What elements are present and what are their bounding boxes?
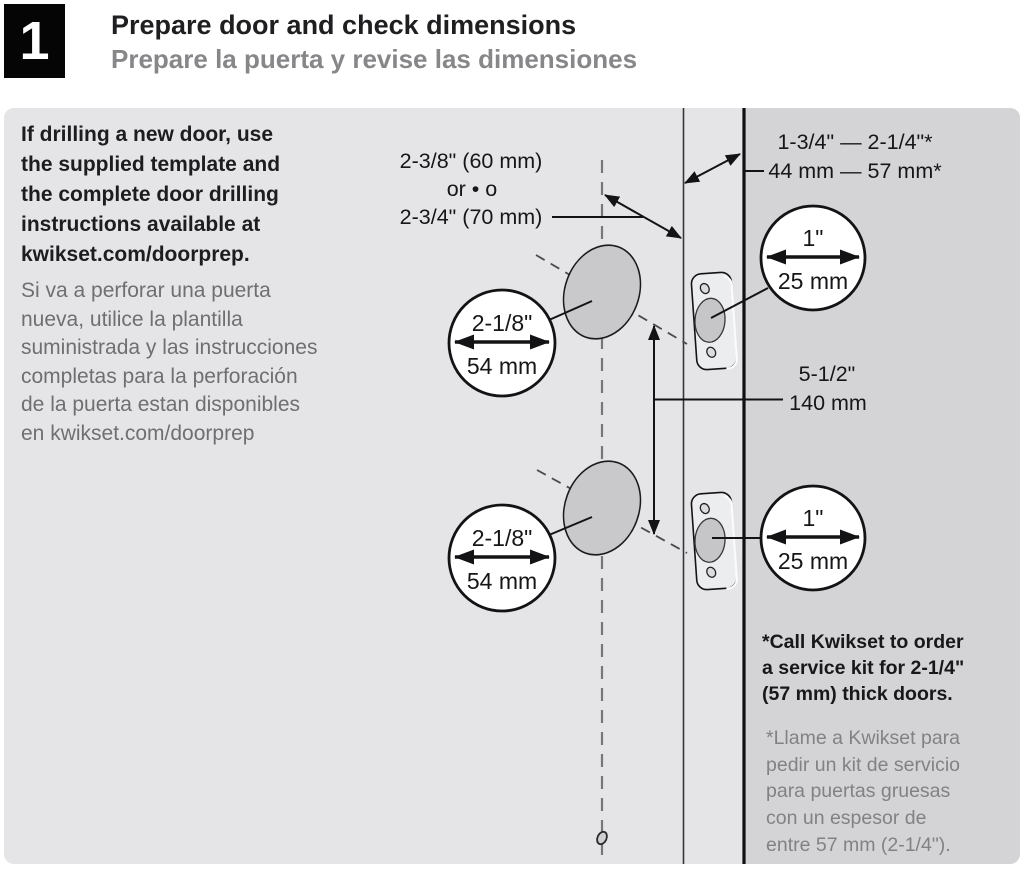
text-line: If drilling a new door, use xyxy=(21,123,274,146)
callout-inch-value: 1" xyxy=(803,225,824,251)
step-number-box: 1 xyxy=(4,4,65,78)
text-line: entre 57 mm (2-1/4"). xyxy=(766,833,951,856)
text-line: *Call Kwikset to order xyxy=(762,631,964,653)
callout-leader-edge-top xyxy=(710,287,769,319)
callout-inch-value: 1" xyxy=(803,505,824,531)
screw-hole xyxy=(699,282,710,295)
footnote-english: *Call Kwikset to order a service kit for… xyxy=(762,630,1012,707)
mounting-hole-bottom xyxy=(596,830,608,846)
callout-mm-value: 25 mm xyxy=(778,548,848,574)
label-bore-options-line2: or • o xyxy=(447,177,498,201)
latch-bore-hole xyxy=(694,517,726,563)
bore-hole-top xyxy=(562,244,642,340)
text-line: de la puerta estan disponibles xyxy=(21,393,301,417)
label-bore-options-line3: 2-3/4" (70 mm) xyxy=(400,205,543,229)
text-line: pedir un kit de servicio xyxy=(766,753,961,776)
latch-plate-top xyxy=(690,271,738,371)
callout-mm-value: 54 mm xyxy=(467,353,537,379)
text-line: Si va a perforar una puerta xyxy=(21,279,271,302)
intro-text-spanish: Si va a perforar una puerta nueva, utili… xyxy=(21,277,411,449)
text-line: instructions available at xyxy=(21,213,261,236)
door-thickness-arrow xyxy=(684,153,741,184)
callout-mm-value: 25 mm xyxy=(778,268,848,294)
label-bore-options-line1: 2-3/8" (60 mm) xyxy=(400,149,543,173)
text-line: the supplied template and xyxy=(21,153,281,176)
text-line: kwikset.com/doorprep. xyxy=(21,243,250,266)
text-line: con un espesor de xyxy=(766,807,927,830)
callout-leader-bore-top xyxy=(548,300,593,321)
text-line: a service kit for 2-1/4" xyxy=(762,656,965,679)
text-line: nueva, utilice la plantilla xyxy=(21,307,243,331)
callout-bore-diameter-top: 2-1/8" 54 mm xyxy=(447,288,557,398)
page-title-spanish: Prepare la puerta y revise las dimension… xyxy=(111,44,638,74)
label-door-thickness-line1: 1-3/4" — 2-1/4"* xyxy=(777,130,933,154)
bore-hole-bottom xyxy=(562,460,642,556)
footnote-spanish: *Llame a Kwikset para pedir un kit de se… xyxy=(766,725,1016,859)
step-number: 1 xyxy=(19,11,50,71)
intro-text-english: If drilling a new door, use the supplied… xyxy=(21,120,391,270)
label-door-thickness-line2: 44 mm — 57 mm* xyxy=(768,159,942,183)
text-line: en kwikset.com/doorprep xyxy=(21,421,255,445)
screw-hole xyxy=(706,346,717,358)
callout-edge-bore-bottom: 1" 25 mm xyxy=(759,484,867,592)
callout-edge-bore-top: 1" 25 mm xyxy=(759,204,867,312)
backset-arrow xyxy=(604,194,682,239)
label-spacing-inch: 5-1/2" xyxy=(799,362,856,386)
text-line: (57 mm) thick doors. xyxy=(762,682,953,705)
callout-mm-value: 54 mm xyxy=(467,568,537,594)
text-line: para puertas gruesas xyxy=(766,780,951,803)
text-line: the complete door drilling xyxy=(21,183,279,206)
latch-bore-hole xyxy=(694,297,726,343)
page-title-english: Prepare door and check dimensions xyxy=(111,10,577,40)
callout-leader-bore-bottom xyxy=(548,516,593,536)
screw-hole xyxy=(699,502,710,515)
latch-plate-bottom xyxy=(690,491,738,591)
label-spacing-mm: 140 mm xyxy=(789,391,867,415)
text-line: suministrada y las instrucciones xyxy=(21,336,318,360)
callout-bore-diameter-bottom: 2-1/8" 54 mm xyxy=(447,503,557,613)
text-line: completas para la perforación xyxy=(21,364,298,388)
callout-inch-value: 2-1/8" xyxy=(472,525,533,551)
text-line: *Llame a Kwikset para xyxy=(766,727,961,749)
screw-hole xyxy=(706,566,717,578)
callout-inch-value: 2-1/8" xyxy=(472,310,533,336)
